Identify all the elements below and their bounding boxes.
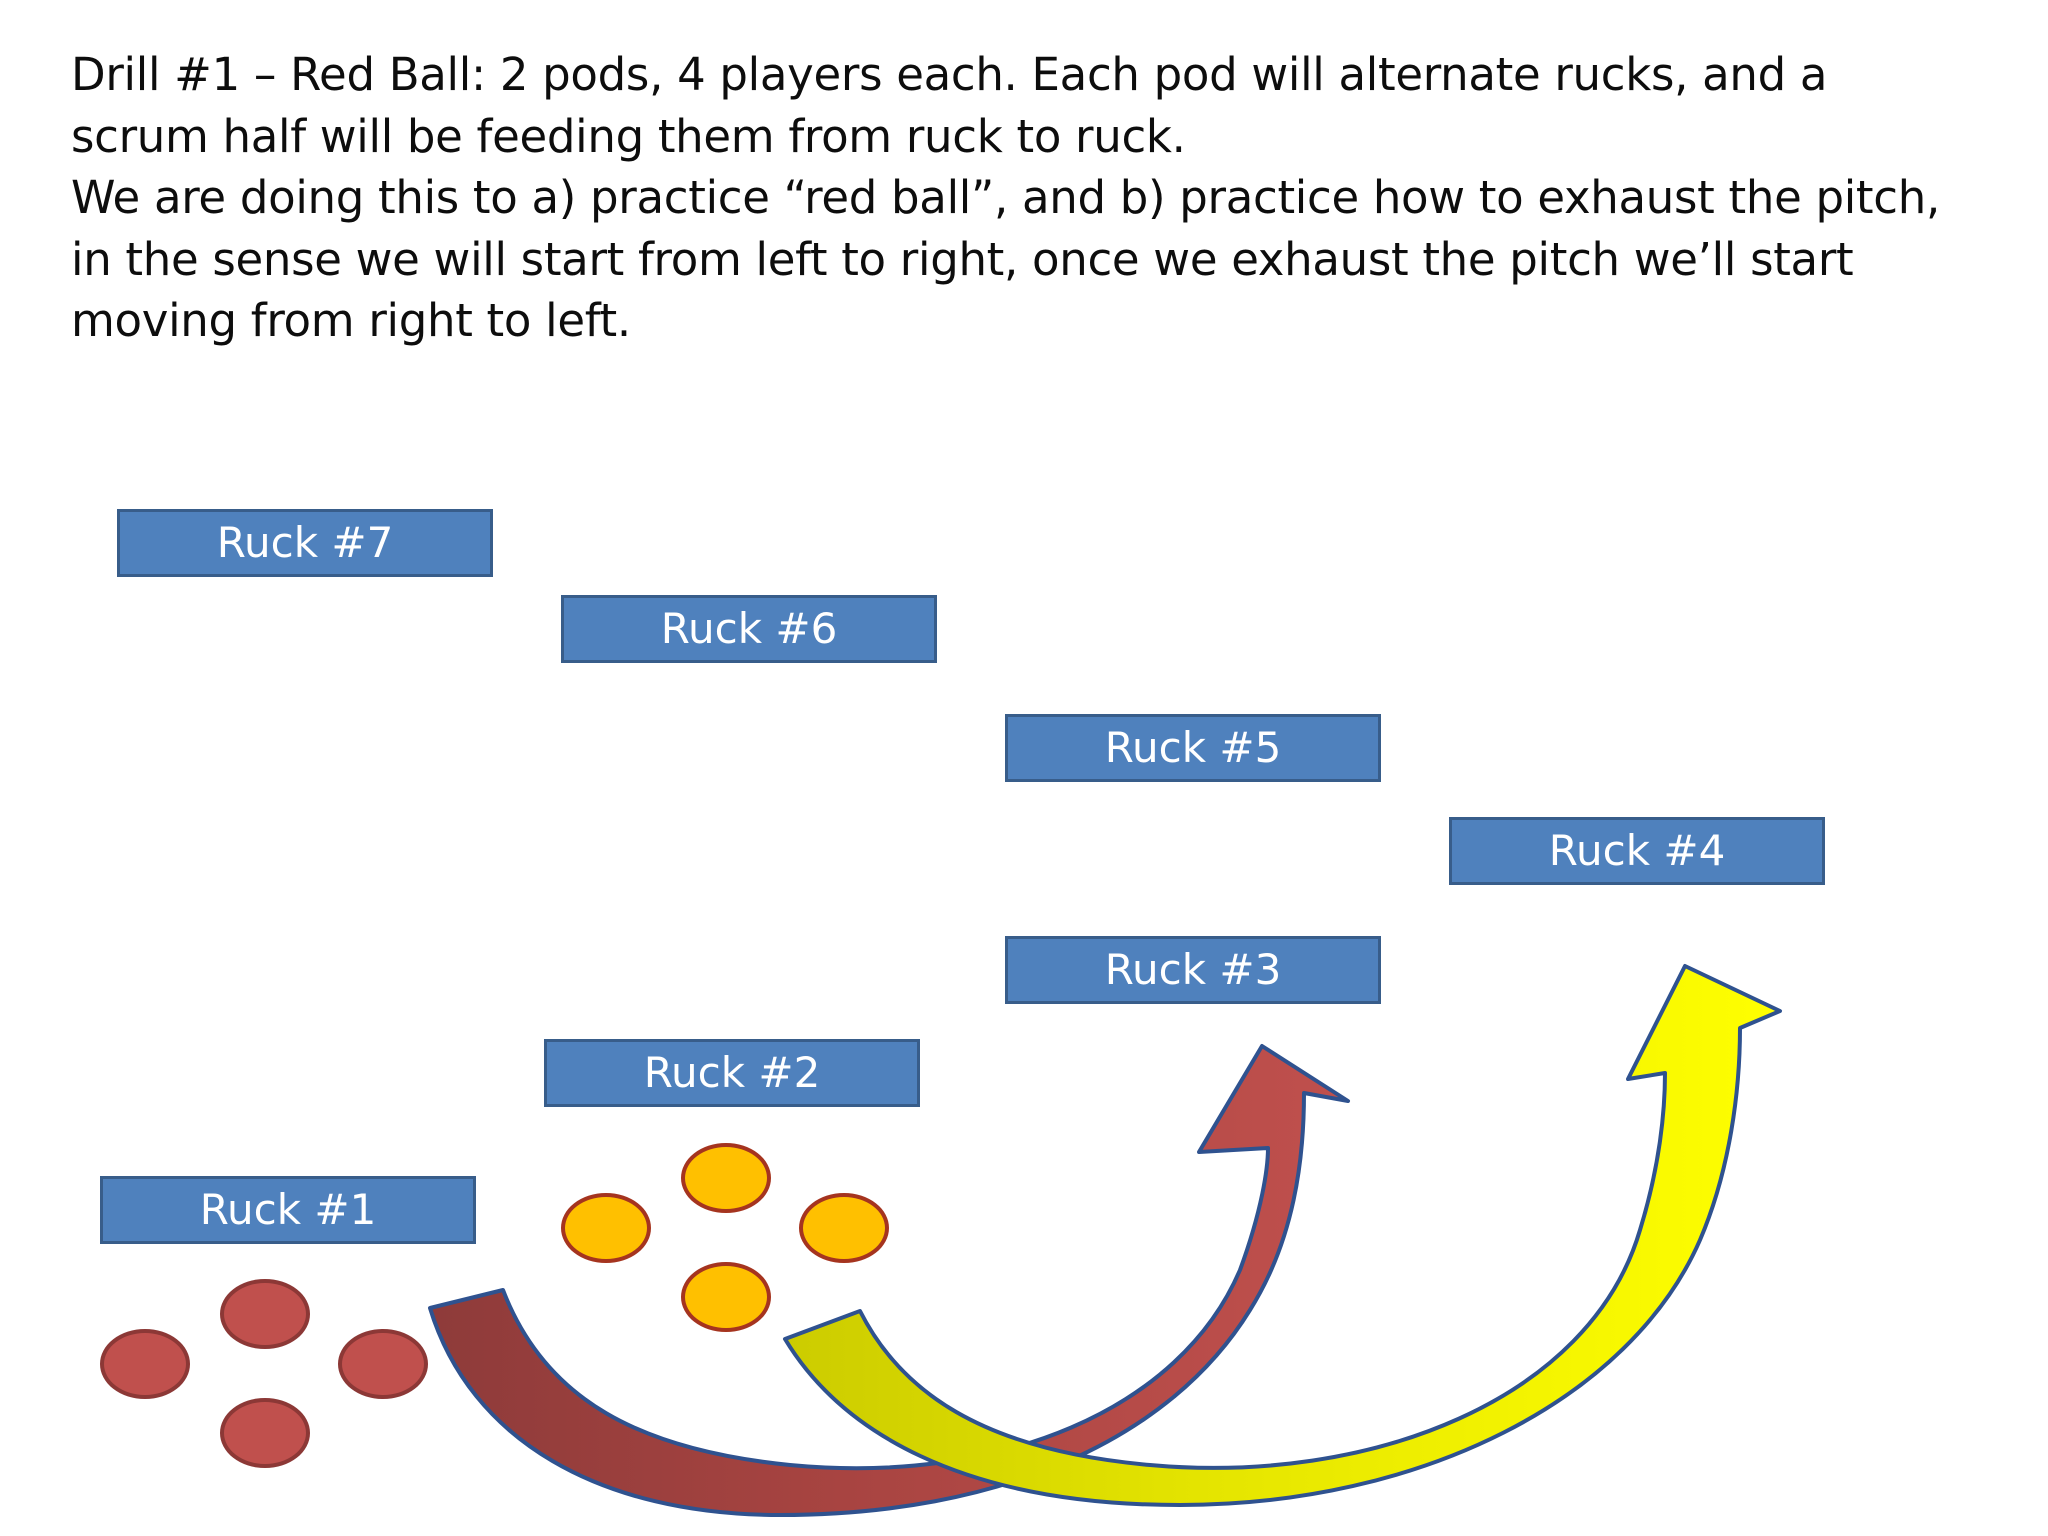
ruck-1: Ruck #1 bbox=[100, 1176, 476, 1244]
red-arrow bbox=[428, 1044, 1350, 1517]
yellow-player bbox=[681, 1262, 771, 1332]
ruck-3: Ruck #3 bbox=[1005, 936, 1381, 1004]
red-player bbox=[220, 1279, 310, 1349]
yellow-player bbox=[799, 1193, 889, 1263]
drill-description: Drill #1 – Red Ball: 2 pods, 4 players e… bbox=[71, 44, 1971, 352]
drill-description-para-1: Drill #1 – Red Ball: 2 pods, 4 players e… bbox=[71, 48, 1828, 163]
yellow-arrow bbox=[783, 964, 1782, 1507]
yellow-player bbox=[681, 1143, 771, 1213]
yellow-player bbox=[561, 1193, 651, 1263]
red-player bbox=[220, 1398, 310, 1468]
red-player bbox=[338, 1329, 428, 1399]
ruck-6: Ruck #6 bbox=[561, 595, 937, 663]
red-player bbox=[100, 1329, 190, 1399]
drill-description-para-2: We are doing this to a) practice “red ba… bbox=[71, 171, 1940, 347]
ruck-7: Ruck #7 bbox=[117, 509, 493, 577]
ruck-4: Ruck #4 bbox=[1449, 817, 1825, 885]
ruck-2: Ruck #2 bbox=[544, 1039, 920, 1107]
ruck-5: Ruck #5 bbox=[1005, 714, 1381, 782]
